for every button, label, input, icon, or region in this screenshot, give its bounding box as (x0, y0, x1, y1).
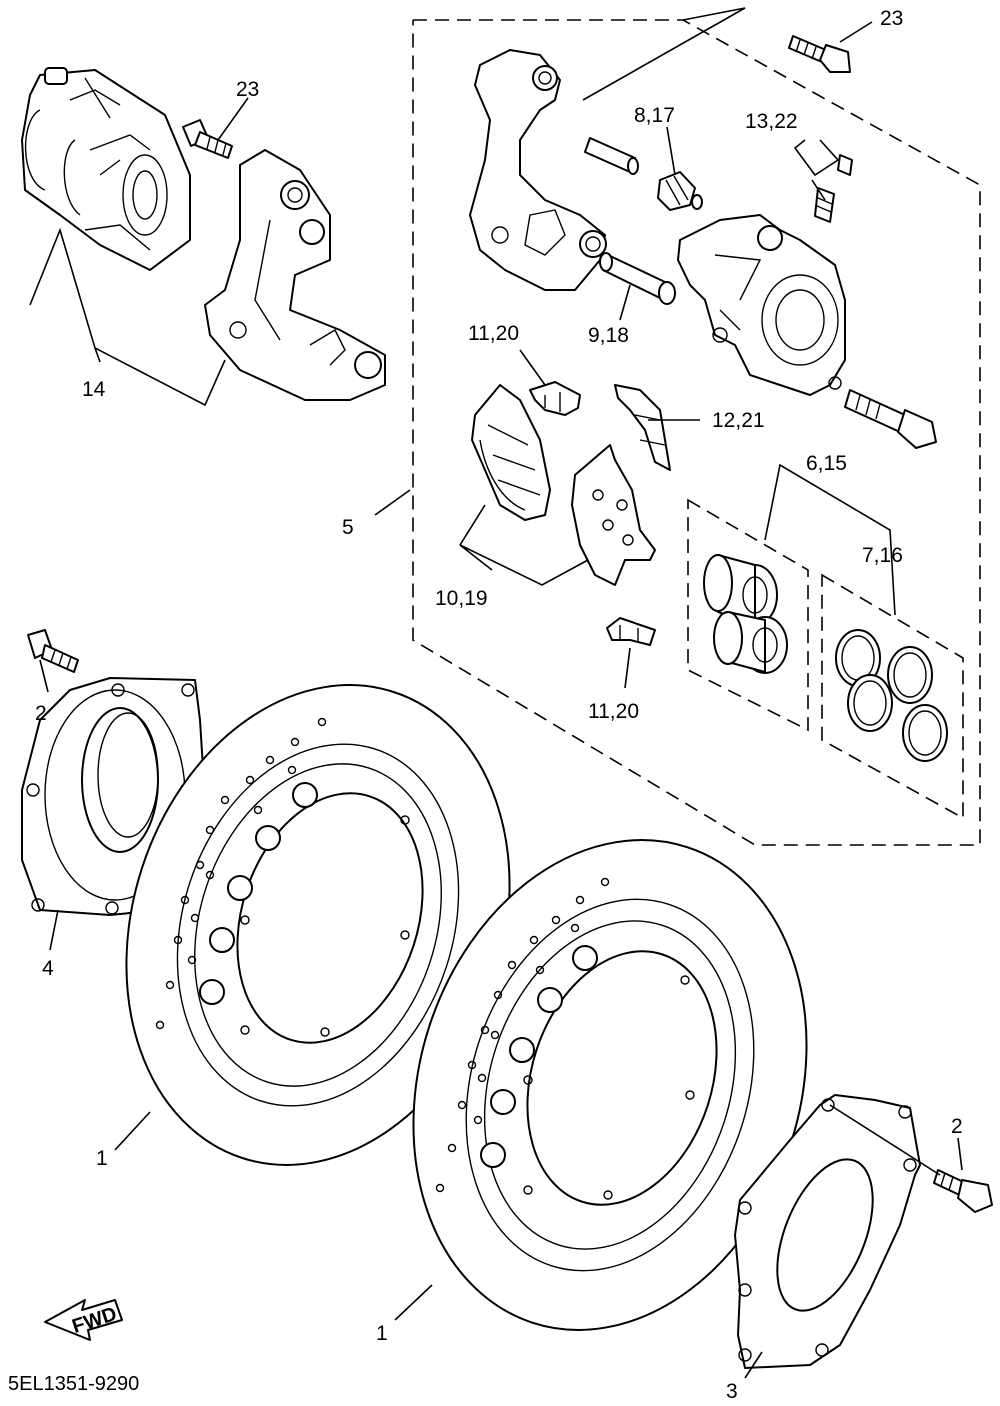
callout-caliper-assembly: 14 (82, 378, 106, 401)
caliper-long-bolt (844, 389, 937, 449)
pistons (703, 554, 788, 674)
brake-disc-left (125, 684, 511, 1166)
bolt-upper-left (182, 119, 233, 159)
disc-cover-right (734, 1094, 921, 1369)
pad-spring (614, 384, 671, 471)
caliper-body-right (677, 214, 846, 396)
callout-seal-kit: 7,16 (862, 544, 903, 567)
bolt-left (27, 629, 79, 673)
brake-pad-right (571, 444, 656, 586)
callout-piston-kit: 6,15 (806, 452, 847, 475)
pad-clip-top (529, 381, 581, 416)
callout-pad-clip-bottom: 11,20 (588, 700, 639, 723)
callout-pad-kit: 10,19 (435, 587, 488, 610)
callout-bleed-screw: 8,17 (634, 104, 675, 127)
callout-cover-left: 4 (42, 957, 54, 980)
callout-caliper-kit: 5 (342, 516, 354, 539)
piston-seals (835, 629, 948, 762)
bleed-screw (657, 171, 703, 211)
bolt-upper-right (788, 35, 851, 73)
caliper-assembly-left (21, 67, 191, 271)
callout-bolt-right: 2 (951, 1115, 963, 1138)
callout-bolt-upper-right: 23 (880, 7, 903, 30)
callout-pad-spring: 12,21 (712, 409, 765, 432)
brake-disc-right (412, 839, 808, 1331)
callout-labels: 23 23 8,17 13,22 9,18 11,20 12,21 6,15 7… (8, 7, 963, 1403)
callout-pin: 9,18 (588, 324, 629, 347)
callout-bleed-cap: 13,22 (745, 110, 798, 133)
caliper-bracket-left (204, 149, 386, 401)
callout-pad-clip-top: 11,20 (468, 322, 519, 345)
drawing-code: 5EL1351-9290 (8, 1373, 139, 1395)
leader-lines (29, 7, 963, 1379)
bleed-cap (814, 154, 853, 223)
slide-pin-short (584, 137, 639, 175)
brake-pad-left (471, 384, 551, 521)
slide-pin-long (599, 252, 676, 305)
fwd-arrow: FWD (44, 1299, 123, 1341)
pad-clip-bottom (606, 617, 656, 646)
caliper-bracket-right (469, 49, 607, 291)
callout-disc-left: 1 (96, 1147, 108, 1170)
callout-cover-right: 3 (726, 1380, 738, 1403)
callout-disc-right: 1 (376, 1322, 388, 1345)
bolt-right (933, 1169, 993, 1213)
callout-bolt-left: 2 (35, 702, 47, 725)
callout-bolt-upper-left: 23 (236, 78, 259, 101)
